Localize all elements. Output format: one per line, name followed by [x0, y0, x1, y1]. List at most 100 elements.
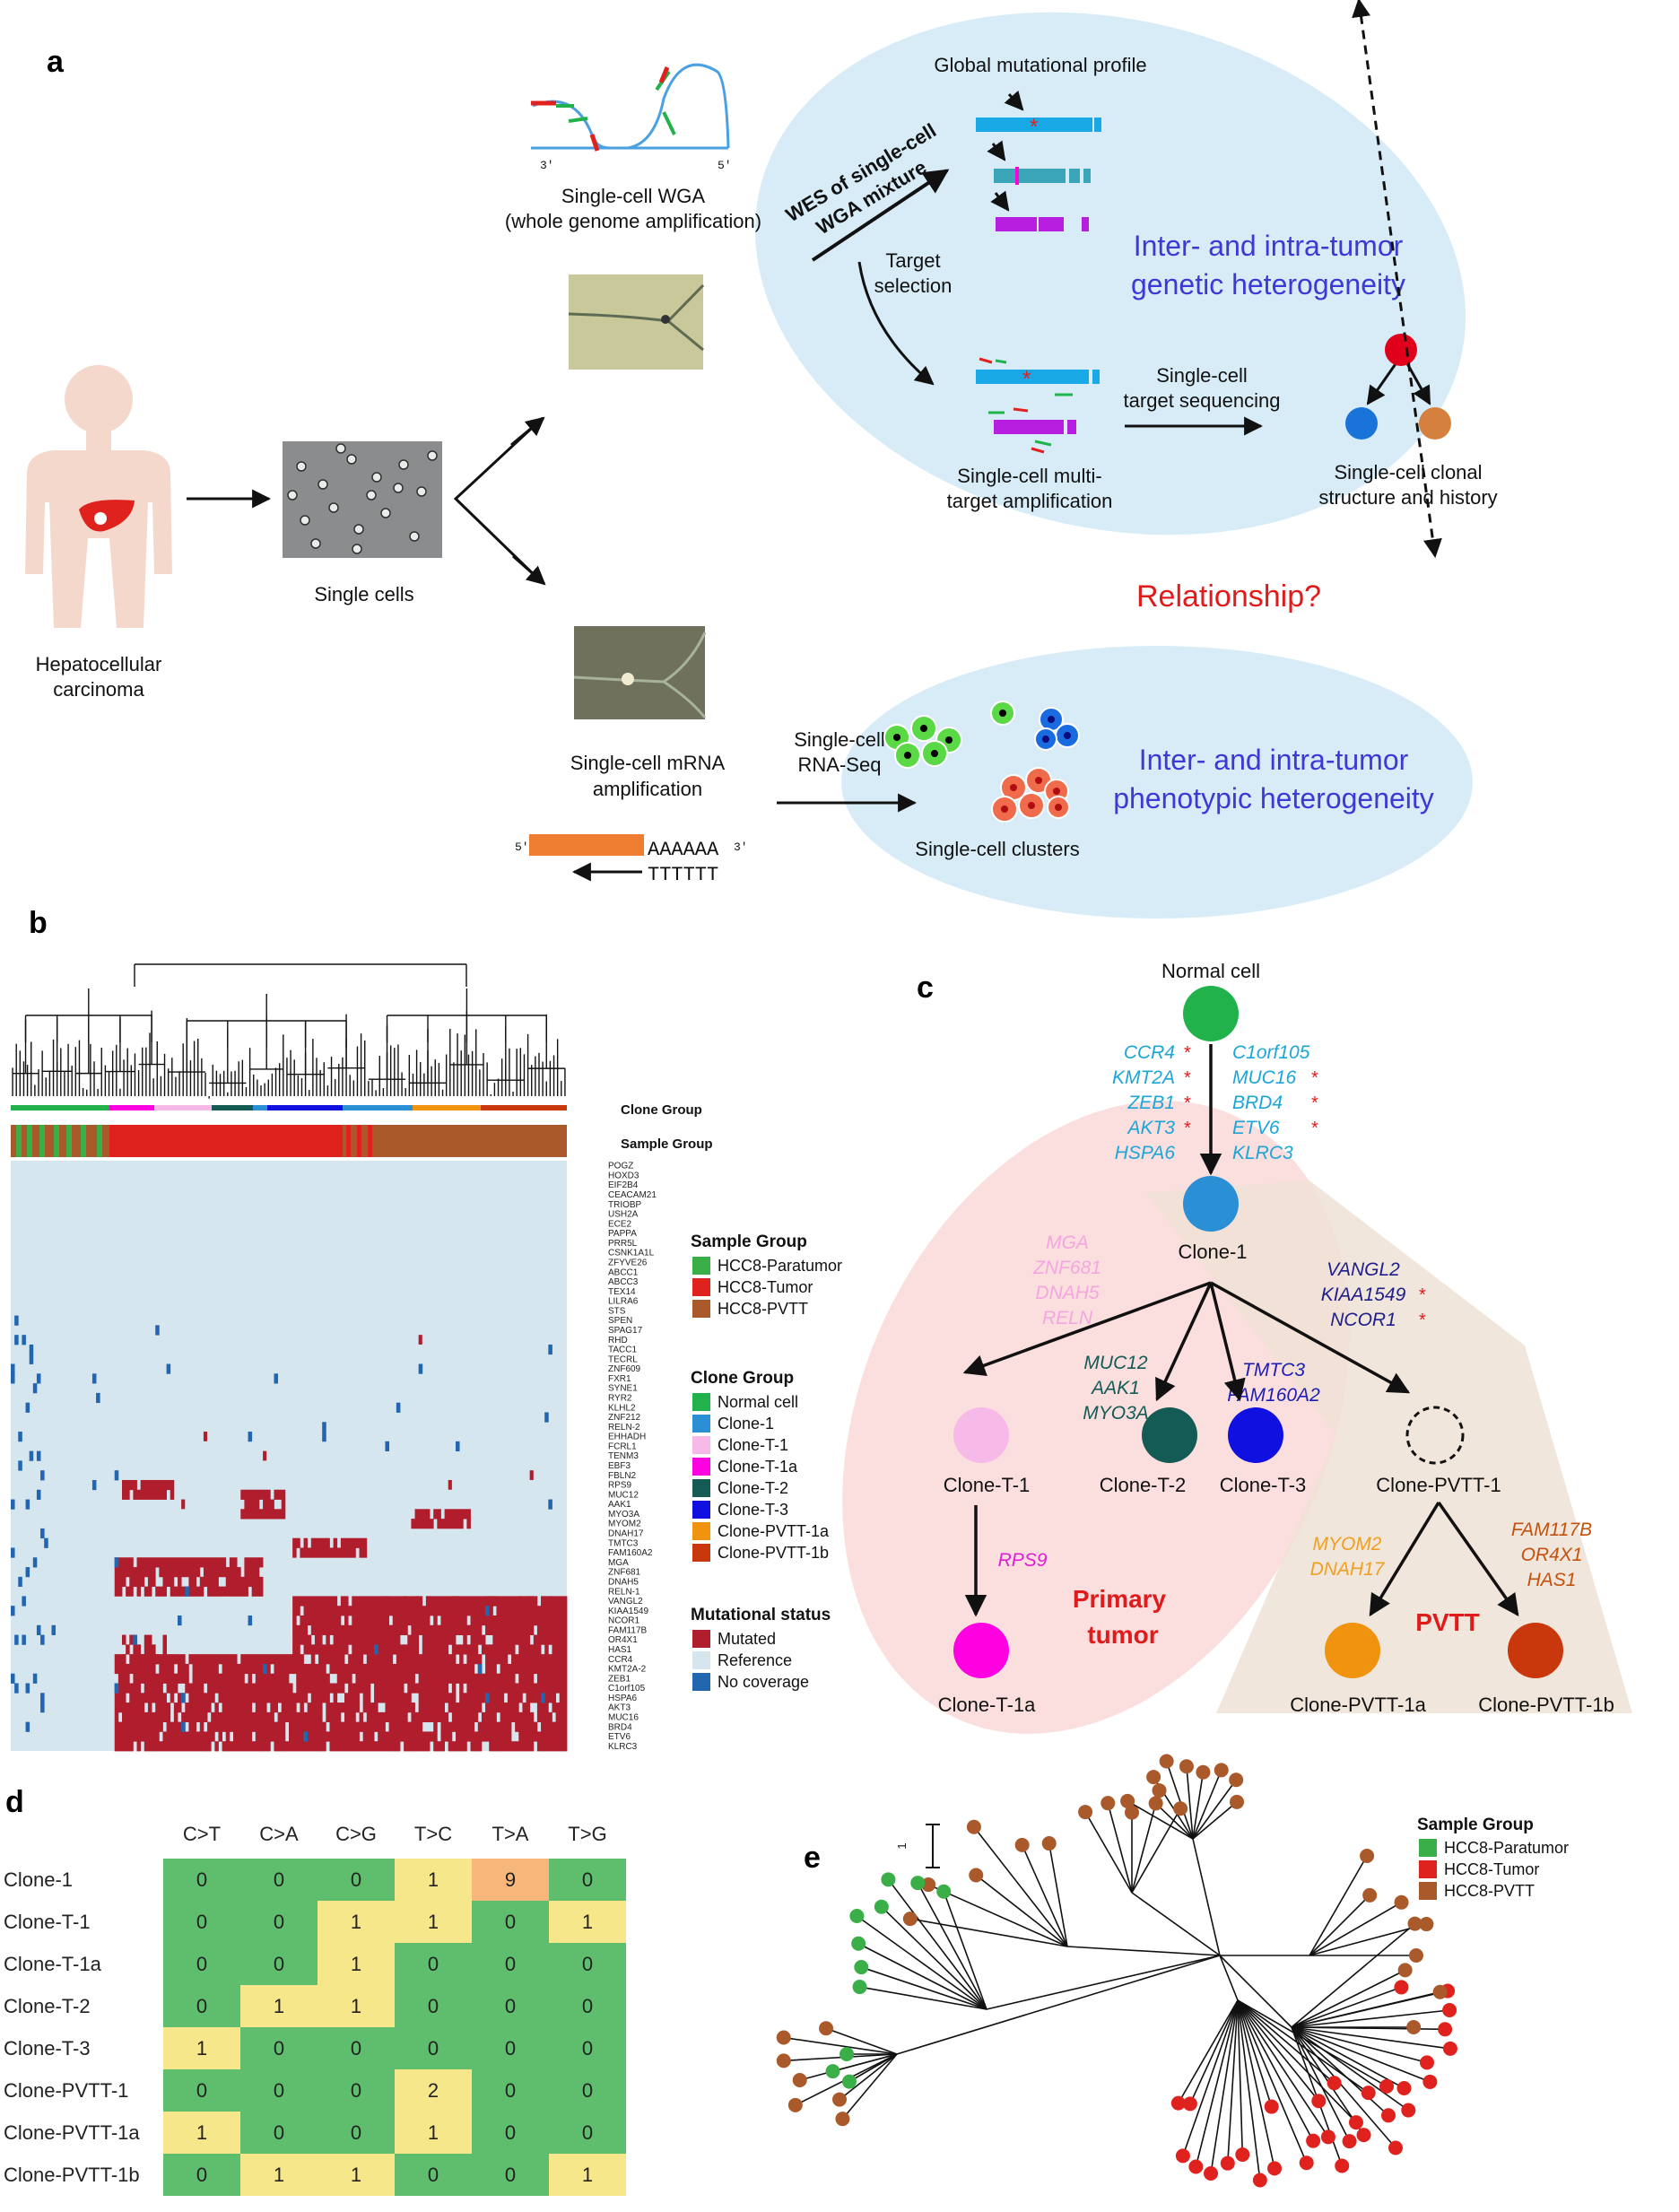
gene-label: RELN-1 [608, 1587, 640, 1597]
heatmap-mutated-cell [392, 1596, 397, 1607]
heatmap-mutated-cell [352, 1693, 356, 1703]
clone-bar-segment [212, 1105, 253, 1110]
heatmap-mutated-cell [248, 1683, 253, 1694]
gene-label: AKT3 [608, 1703, 631, 1713]
heatmap-mutated-cell [185, 1703, 189, 1713]
heatmap-mutated-cell [522, 1615, 526, 1626]
panel-c-label: c [917, 971, 934, 1005]
relationship-arrow [1352, 0, 1442, 559]
heatmap-mutated-cell [214, 1683, 219, 1694]
heatmap-mutated-cell [129, 1586, 134, 1597]
heatmap-mutated-cell [140, 1567, 145, 1578]
heatmap-mutated-cell [292, 1663, 297, 1675]
heatmap-mutated-cell [147, 1711, 152, 1723]
heatmap-mutated-cell [396, 1606, 401, 1616]
heatmap-mutated-cell [518, 1624, 523, 1635]
heatmap-mutated-cell [136, 1683, 142, 1694]
heatmap-mutated-cell [503, 1683, 509, 1694]
heatmap-mutated-cell [207, 1586, 212, 1597]
heatmap-mutated-cell [140, 1479, 145, 1491]
heatmap-mutated-cell [511, 1673, 516, 1684]
mutation-heatmap [11, 1161, 568, 1752]
heatmap-mutated-cell [114, 1654, 119, 1665]
heatmap-mutated-cell [240, 1731, 245, 1742]
heatmap-nocoverage-cell [51, 1624, 56, 1635]
heatmap-mutated-cell [258, 1683, 264, 1694]
legend-item: HCC8-Tumor [718, 1278, 813, 1296]
tree-branch [1210, 1999, 1239, 2174]
heatmap-mutated-cell [192, 1703, 197, 1713]
table-cell-value: 0 [196, 1911, 207, 1933]
heatmap-mutated-cell [114, 1663, 119, 1675]
heatmap-mutated-cell [529, 1731, 535, 1742]
heatmap-mutated-cell [359, 1711, 364, 1723]
target-selection-1: Target [885, 249, 940, 272]
heatmap-mutated-cell [370, 1596, 375, 1607]
heatmap-mutated-cell [555, 1721, 561, 1732]
heatmap-mutated-cell [474, 1634, 479, 1645]
heatmap-mutated-cell [370, 1654, 375, 1665]
legend-swatch [692, 1436, 710, 1454]
heatmap-mutated-cell [370, 1741, 375, 1752]
row-label: Clone-PVTT-1 [4, 2079, 128, 2102]
gene-label: ABCC1 [608, 1267, 639, 1277]
heatmap-mutated-cell [336, 1741, 342, 1752]
gene-label: EHHADH [608, 1433, 646, 1442]
heatmap-mutated-cell [333, 1731, 338, 1742]
heatmap-mutated-cell [515, 1663, 519, 1675]
heatmap-mutated-cell [281, 1663, 286, 1675]
heatmap-mutated-cell [400, 1615, 405, 1626]
heatmap-mutated-cell [255, 1711, 260, 1723]
heatmap-mutated-cell [129, 1683, 134, 1694]
heatmap-mutated-cell [240, 1711, 245, 1723]
heatmap-mutated-cell [318, 1654, 323, 1665]
heatmap-mutated-cell [355, 1596, 360, 1607]
table-cell-value: 0 [351, 2079, 361, 2102]
legend-title: Sample Group [691, 1232, 807, 1251]
heatmap-mutated-cell [289, 1721, 293, 1732]
global-profile-label: Global mutational profile [934, 54, 1146, 76]
gene-star: * [1311, 1068, 1318, 1088]
tree-tip [787, 2097, 803, 2112]
heatmap-mutated-cell [529, 1673, 535, 1684]
target-selection-2: selection [874, 274, 953, 297]
heatmap-mutated-cell [155, 1654, 160, 1665]
clone-bar-segment [154, 1105, 212, 1110]
heatmap-mutated-cell [292, 1547, 297, 1558]
heatmap-mutated-cell [129, 1663, 134, 1675]
gene-star: * [1184, 1119, 1191, 1138]
tree-branch [1192, 1770, 1222, 1840]
heatmap-mutated-cell [422, 1711, 427, 1723]
heatmap-mutated-cell [196, 1711, 201, 1723]
panel-e-legend: Sample GroupHCC8-ParatumorHCC8-TumorHCC8… [1417, 1816, 1569, 1900]
sample-bar-paratumor [16, 1125, 22, 1157]
legend-item: HCC8-Tumor [1444, 1860, 1539, 1878]
heatmap-mutated-cell [418, 1606, 423, 1616]
heatmap-mutated-cell [222, 1557, 227, 1568]
heatmap-nocoverage-cell [11, 1606, 15, 1616]
heatmap-mutated-cell [562, 1596, 568, 1607]
heatmap-mutated-cell [166, 1731, 171, 1742]
heatmap-mutated-cell [284, 1741, 290, 1752]
heatmap-mutated-cell [526, 1741, 531, 1752]
heatmap-mutated-cell [425, 1673, 431, 1684]
heatmap-mutated-cell [507, 1663, 512, 1675]
node-normal-label: Normal cell [1161, 960, 1260, 982]
heatmap-mutated-cell [407, 1693, 412, 1703]
heatmap-mutated-cell [430, 1693, 434, 1703]
heatmap-mutated-cell [422, 1663, 427, 1675]
table-cell-value: 0 [351, 2037, 361, 2060]
heatmap-mutated-cell [329, 1683, 334, 1694]
heatmap-mutated-cell [274, 1509, 278, 1520]
heatmap-mutated-cell [133, 1479, 137, 1491]
heatmap-mutated-cell [381, 1634, 386, 1645]
heatmap-mutated-cell [117, 1741, 123, 1752]
heatmap-mutated-cell [117, 1693, 123, 1703]
heatmap-mutated-cell [362, 1606, 368, 1616]
heatmap-mutated-cell [188, 1567, 193, 1578]
column-header: C>G [335, 1823, 377, 1845]
heatmap-mutated-cell [381, 1624, 386, 1635]
table-cell [240, 2112, 318, 2154]
heatmap-mutated-cell [258, 1711, 264, 1723]
heatmap-mutated-cell [117, 1663, 123, 1675]
